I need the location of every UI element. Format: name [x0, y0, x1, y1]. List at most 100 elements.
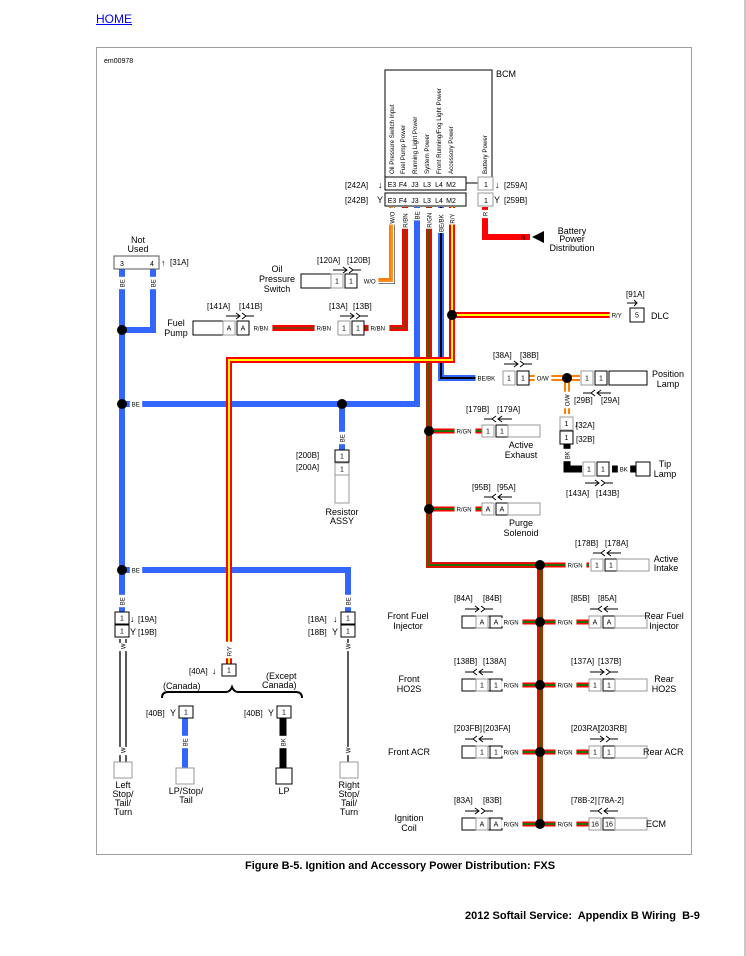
component-body: [113, 761, 133, 779]
connector-pin: [596, 461, 610, 477]
label: Front ACR: [388, 747, 431, 757]
label: [137B]: [598, 657, 621, 666]
wire-label: R/GN: [555, 820, 577, 829]
label: Rear Fuel: [644, 611, 684, 621]
connector-pin: [588, 817, 602, 831]
pin-label: A: [500, 507, 505, 514]
label: [85B]: [571, 594, 590, 603]
wire-label-text: BK: [620, 468, 628, 474]
mate-arrow-right-icon: [333, 266, 361, 274]
component-body: [608, 370, 648, 386]
wire-label: R: [521, 236, 526, 242]
label: [95A]: [497, 483, 516, 492]
label: Right: [338, 780, 360, 790]
wire-label-text: R/GN: [504, 621, 519, 627]
connector-pin: [590, 558, 604, 572]
mate-arrow-left-icon: [484, 493, 512, 501]
wire-label-text: BE: [152, 279, 158, 287]
splice-dots: [117, 310, 572, 829]
connector-pin: [559, 416, 574, 431]
connector-259a: [259A]: [504, 181, 527, 190]
wire-label-text: BE: [341, 434, 347, 442]
wire-label: R/BN: [251, 324, 273, 333]
wire-label: R/Y: [609, 311, 627, 320]
component-body: [616, 558, 650, 572]
label: [32B]: [576, 435, 595, 444]
label: Tip: [659, 459, 671, 469]
pin-label: 1: [346, 616, 350, 623]
wire-label: BE: [129, 566, 143, 575]
wire-label: R/BN: [368, 324, 390, 333]
bcm-function-label: Battery Power: [482, 135, 489, 174]
pin-label: 1: [486, 429, 490, 436]
label: [38B]: [520, 351, 539, 360]
label: [178B]: [575, 539, 598, 548]
wire-label-text: R/GN: [428, 213, 434, 228]
pin-label: 1: [593, 750, 597, 757]
label: Tail/: [341, 798, 358, 808]
connector-pin: [178, 705, 194, 719]
component-body: [614, 615, 648, 629]
connector-pin: [594, 370, 608, 386]
label: [85A]: [598, 594, 617, 603]
mate-arrow-left-icon: [484, 415, 512, 423]
wire-be: [122, 207, 420, 407]
connector-259b: [259B]: [504, 196, 527, 205]
arrow-down-icon: ↓: [212, 666, 217, 676]
wire-label: R: [481, 209, 490, 219]
wire-r-y: [226, 207, 455, 666]
receptacle-y-icon: Y: [170, 708, 176, 718]
pin-label: 1: [120, 629, 124, 636]
bcm-function-label: Oil Pressure Switch Input: [389, 104, 396, 174]
wire-label: O/W: [534, 374, 552, 383]
pin-label: 1: [507, 376, 511, 383]
connector-pin: [236, 320, 250, 336]
pin-label: 1: [565, 435, 569, 442]
pin-label: 1: [356, 326, 360, 333]
label: [95B]: [472, 483, 491, 492]
connector-pin: [114, 611, 130, 625]
wire-label-text: R/GN: [558, 751, 573, 757]
home-link[interactable]: HOME: [96, 12, 132, 26]
arrow-left-icon: [532, 231, 544, 243]
pin-label: 1: [585, 376, 589, 383]
bcm-pin-label: M2: [446, 182, 456, 189]
wire-label-text: BE: [121, 597, 127, 605]
label: [200B]: [296, 451, 319, 460]
label: Resistor: [325, 507, 358, 517]
pin-label: 1: [494, 683, 498, 690]
wire-label-text: R: [484, 211, 490, 216]
splice-dot: [535, 819, 545, 829]
page-footer: 2012 Softail Service: Appendix B Wiring …: [465, 910, 700, 922]
splice-dot: [562, 373, 572, 383]
label: [141B]: [239, 302, 262, 311]
arrow-down-icon: ↓: [130, 614, 135, 624]
label: [40B]: [146, 709, 165, 718]
wire-label: R/GN: [555, 748, 577, 757]
splice-dot: [535, 560, 545, 570]
label: Stop/: [112, 789, 134, 799]
splice-dot: [447, 310, 457, 320]
wire-label-text: R/BN: [404, 213, 410, 227]
component-body: [507, 424, 541, 438]
battery-label-1: Battery: [558, 226, 587, 236]
label: ECM: [646, 819, 666, 829]
bcm-pin-label: E3: [388, 198, 397, 205]
label: [203RA]: [571, 724, 600, 733]
pin-label: 1: [500, 429, 504, 436]
pin-label: A: [241, 326, 246, 333]
wire-label-text: R/BN: [317, 327, 331, 333]
pin-label: 1: [335, 279, 339, 286]
wire-label-text: W: [347, 747, 353, 753]
bcm-pin-label: J3: [411, 198, 419, 205]
wire-label: R/GN: [454, 505, 476, 514]
bcm-pin-label: F4: [399, 198, 407, 205]
wire-label-text: BK: [566, 451, 572, 459]
bcm-pin-label: L3: [423, 182, 431, 189]
pin-label: 16: [591, 822, 599, 829]
connector-pin: [588, 745, 602, 759]
label: [137A]: [571, 657, 594, 666]
pin-label: 1: [607, 683, 611, 690]
component-body: [614, 678, 648, 692]
bcm-pin-label: L3: [423, 198, 431, 205]
